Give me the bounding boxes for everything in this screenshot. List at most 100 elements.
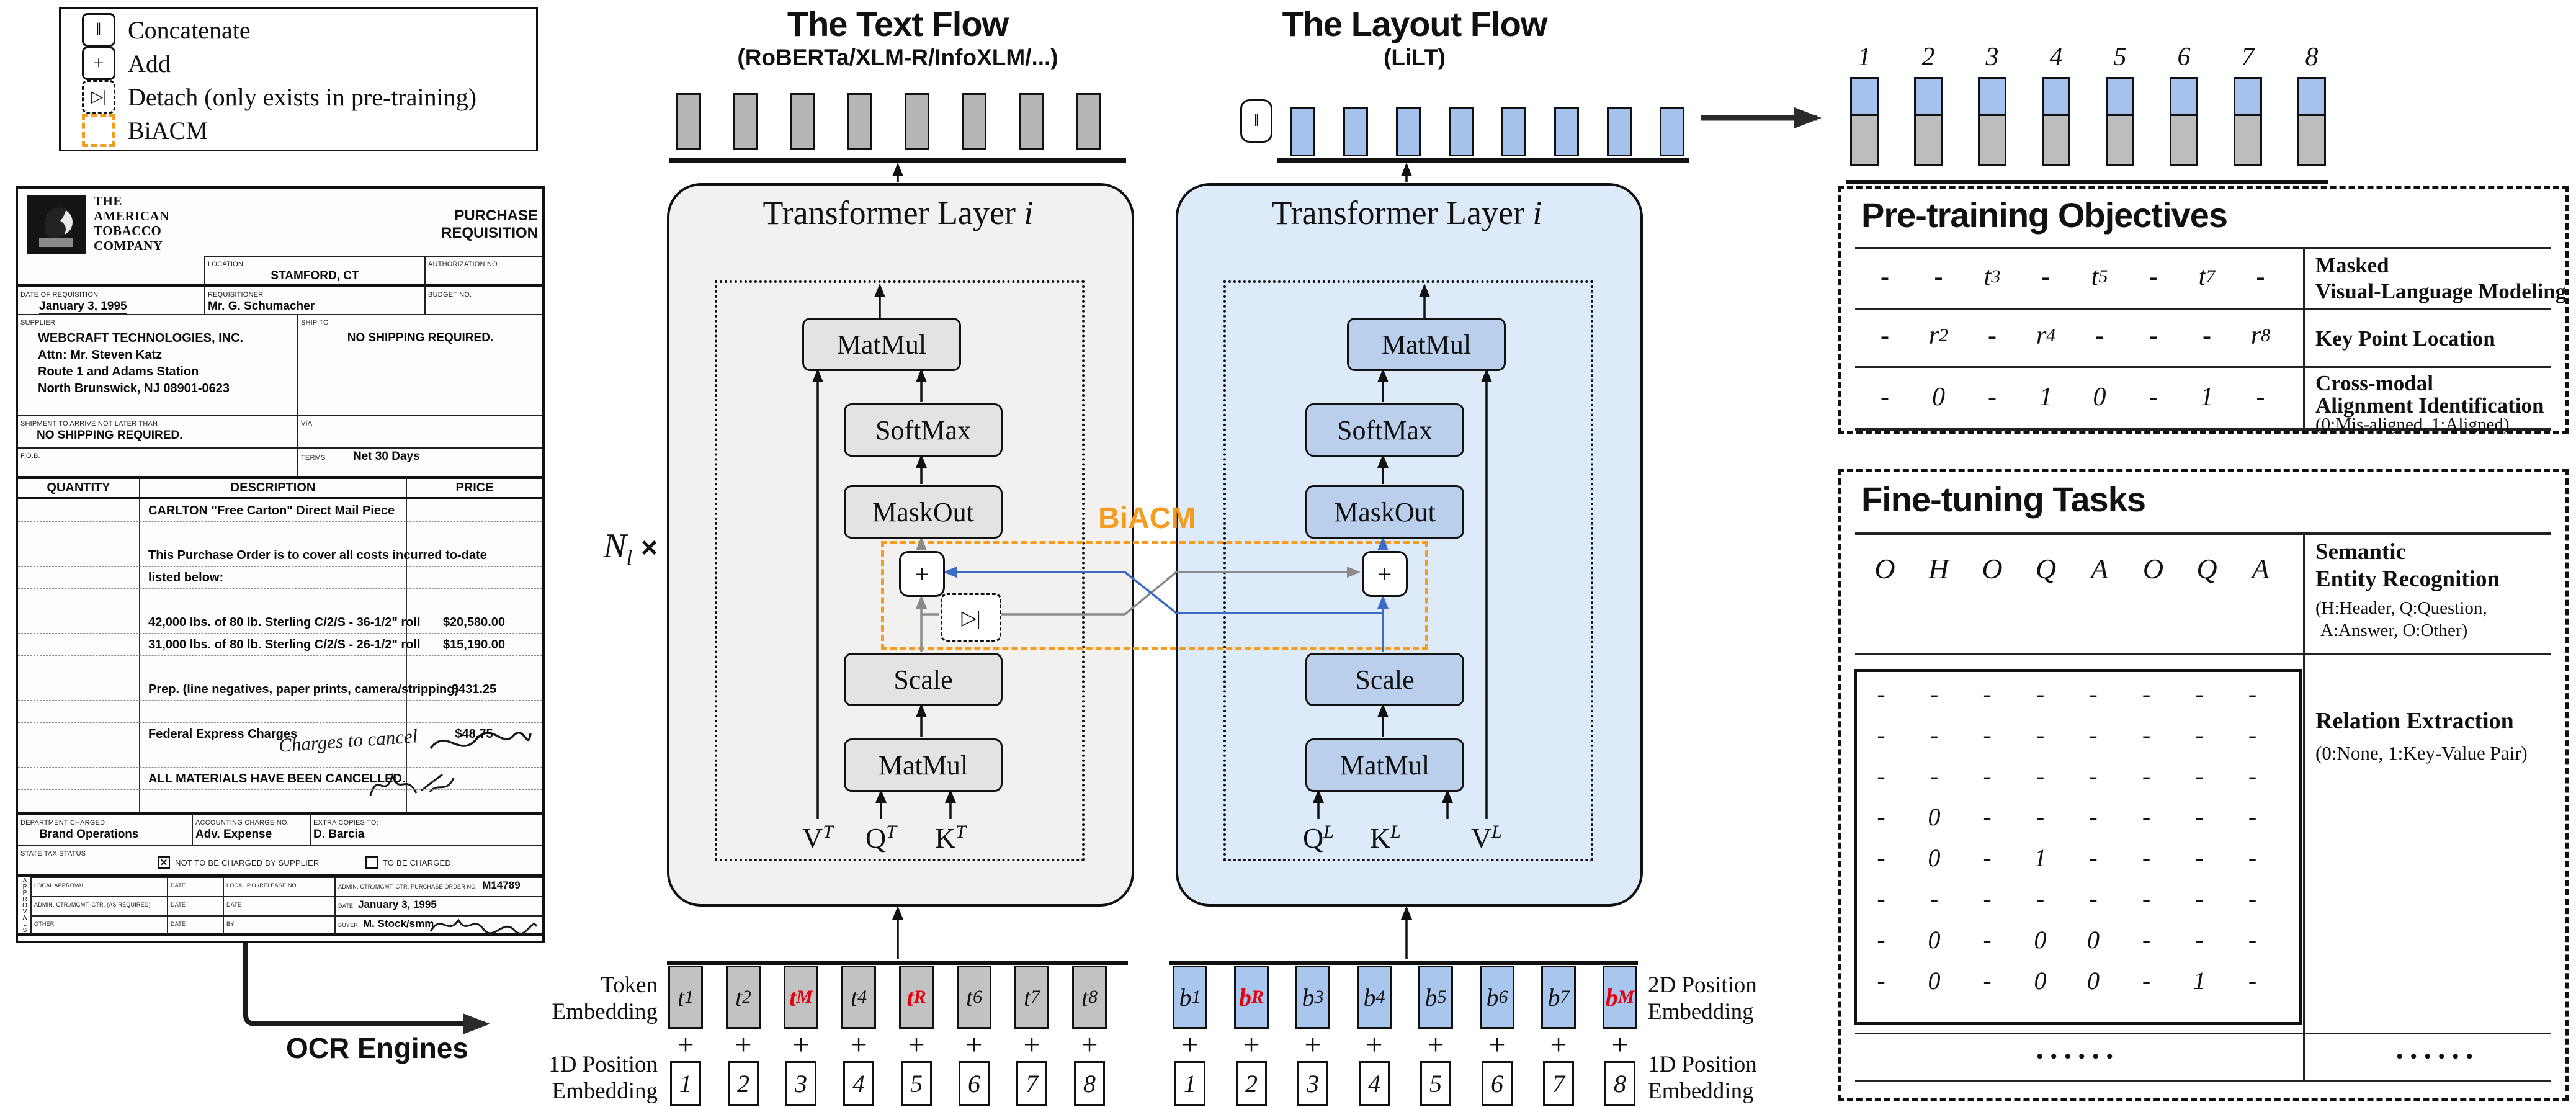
relation-matrix-value: - [2089, 679, 2098, 708]
field-label: ADMIN. CTR./MGMT. CTR. (AS REQUIRED) [34, 902, 151, 908]
item-row-separator [18, 789, 542, 790]
relation-matrix-value: - [1877, 925, 1885, 954]
times-sign: × [641, 531, 658, 563]
add-sign: + [735, 1028, 752, 1061]
column-divider [139, 499, 140, 814]
tax-option-label: NOT TO BE CHARGED BY SUPPLIER [175, 858, 320, 867]
finetuning-title: Fine-tuning Tasks [1861, 480, 2146, 519]
text-hidden-state-bar [1019, 93, 1044, 150]
ser-tag-letter: O [2142, 552, 2164, 585]
ser-label: Semantic [2315, 539, 2406, 565]
scanned-document: THE AMERICAN TOBACCO COMPANY PURCHASE RE… [16, 186, 545, 943]
budget-cell: BUDGET NO. [424, 284, 542, 314]
text-layer-title: Transformer Layer i [667, 194, 1129, 232]
output-text-segment [2170, 114, 2198, 166]
column-divider [2303, 532, 2305, 1082]
add-sign: + [1023, 1028, 1040, 1061]
text-softmax-box: SoftMax [844, 403, 1003, 457]
detach-box: ▷| [941, 593, 1001, 642]
pretraining-value: - [1881, 383, 1889, 411]
label-line: Token [601, 972, 658, 998]
relation-matrix-value: - [2195, 679, 2204, 708]
add-sign: + [850, 1028, 867, 1061]
token-embedding-label: Token Embedding [515, 972, 658, 1025]
label-line: Embedding [1648, 999, 1754, 1024]
output-layout-segment [1914, 77, 1943, 116]
terms-cell: TERMS Net 30 Days [297, 447, 542, 476]
add-sign: + [1550, 1028, 1567, 1061]
field-label: STATE TAX STATUS [20, 850, 86, 858]
relation-matrix-value: - [1877, 761, 1885, 790]
field-value: January 3, 1995 [39, 300, 127, 315]
add-icon: + [82, 47, 115, 80]
approval-cell: OTHER [30, 915, 167, 934]
output-index-label: 1 [1858, 43, 1871, 71]
field-value: D. Barcia [313, 828, 365, 841]
legend-label: Concatenate [128, 16, 251, 44]
item-price: $20,580.00 [442, 616, 506, 629]
rule [1855, 428, 2551, 431]
approval-cell: LOCAL P.O./RELEASE NO. [223, 877, 334, 896]
item-price: $15,190.00 [442, 638, 506, 652]
pretraining-value: - [2203, 321, 2211, 350]
item-description: 42,000 lbs. of 80 lb. Sterling C/2/S - 3… [148, 616, 421, 629]
tax-option-unchecked: TO BE CHARGED [365, 856, 451, 869]
handwritten-scribble [429, 732, 532, 750]
relation-matrix-value: - [2036, 720, 2045, 749]
output-index-label: 7 [2241, 43, 2255, 71]
output-index-label: 6 [2177, 43, 2191, 71]
output-index-label: 5 [2113, 43, 2127, 71]
field-label: AUTHORIZATION NO. [428, 261, 500, 268]
checkbox-empty-icon [365, 856, 378, 869]
add-sign: + [1366, 1028, 1383, 1061]
relation-matrix-value: - [2036, 802, 2045, 831]
field-label: EXTRA COPIES TO: [313, 819, 378, 827]
relation-matrix-value: - [2195, 761, 2204, 790]
output-layout-segment [2106, 77, 2134, 116]
relation-matrix-value: - [2036, 761, 2045, 790]
relation-matrix-value: - [1930, 884, 1939, 913]
relation-matrix-value: 0 [1928, 843, 1941, 872]
relation-matrix-value: - [2248, 966, 2257, 995]
company-logo [27, 195, 86, 254]
ser-tag-letter: H [1928, 552, 1949, 585]
approval-cell: DATE [223, 896, 334, 915]
text-flow-title: The Text Flow [787, 4, 1009, 43]
text-hidden-state-bar [676, 93, 701, 150]
cai-label: Cross-modal [2315, 371, 2433, 395]
relation-matrix-value: - [2195, 802, 2204, 831]
ser-tag-letter: A [2252, 552, 2270, 585]
position-embedding-cell: 2 [728, 1061, 759, 1106]
field-value: Adv. Expense [195, 828, 272, 841]
pretraining-value: - [1881, 262, 1889, 291]
ser-note: A:Answer, O:Other) [2320, 621, 2468, 640]
field-label: DATE [226, 902, 242, 908]
layout-softmax-box: SoftMax [1305, 403, 1464, 457]
item-row-separator [18, 700, 542, 701]
text-hidden-state-bar [1076, 93, 1101, 150]
layer-index-var: i [1024, 194, 1034, 231]
relation-matrix-value: - [1877, 720, 1885, 749]
relation-matrix-value: - [1930, 720, 1939, 749]
field-label: F.O.B. [20, 452, 40, 460]
supplier-line: North Brunswick, NJ 08901-0623 [38, 382, 230, 395]
add-sign: + [965, 1028, 983, 1061]
position-embedding-cell: 3 [1297, 1061, 1328, 1106]
accounting-cell: ACCOUNTING CHARGE NO. Adv. Expense [192, 812, 310, 845]
rule [1855, 366, 2551, 368]
relation-matrix-value: - [2142, 761, 2151, 790]
item-row-separator [18, 767, 542, 768]
rule [1855, 308, 2551, 310]
text-matmul-bottom-box: MatMul [844, 738, 1003, 792]
text-hidden-state-bar [962, 93, 986, 150]
pretraining-value: - [2149, 321, 2158, 350]
item-description: CARLTON "Free Carton" Direct Mail Piece [148, 504, 395, 518]
field-label: BY [226, 921, 235, 927]
